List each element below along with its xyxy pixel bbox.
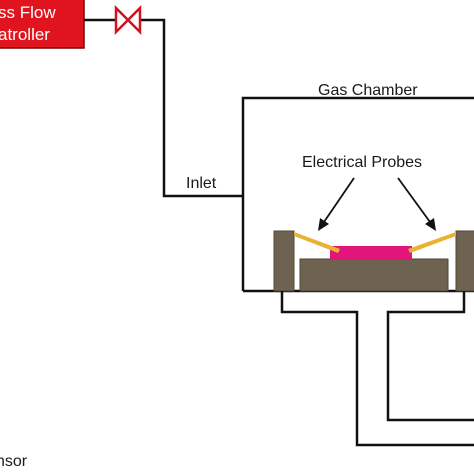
exhaust-pipe-outer bbox=[280, 291, 474, 447]
exhaust-pipe-inner bbox=[386, 291, 474, 422]
mass-flow-controller-label-line2: atroller bbox=[0, 25, 50, 44]
gas-chamber-outline bbox=[241, 96, 474, 291]
right-probe-wire bbox=[408, 232, 456, 253]
left-probe-post bbox=[273, 230, 295, 292]
probe-arrow-right bbox=[397, 177, 436, 231]
mass-flow-controller: ss Flow atroller bbox=[0, 0, 85, 49]
probe-arrow-left bbox=[318, 177, 355, 231]
valve-icon bbox=[114, 4, 142, 36]
inlet-label: Inlet bbox=[186, 175, 217, 192]
left-probe-wire bbox=[294, 232, 340, 253]
gas-feed-line bbox=[84, 18, 243, 198]
mass-flow-controller-label-line1: ss Flow bbox=[0, 3, 56, 22]
mass-flow-controller-box bbox=[0, 0, 85, 49]
sensor-label: nsor bbox=[0, 453, 28, 470]
electrical-probes-label: Electrical Probes bbox=[302, 154, 422, 171]
gas-chamber-label: Gas Chamber bbox=[318, 82, 418, 99]
right-probe-post bbox=[455, 230, 474, 292]
sensor-sample bbox=[330, 246, 412, 260]
sample-stage bbox=[299, 258, 449, 292]
